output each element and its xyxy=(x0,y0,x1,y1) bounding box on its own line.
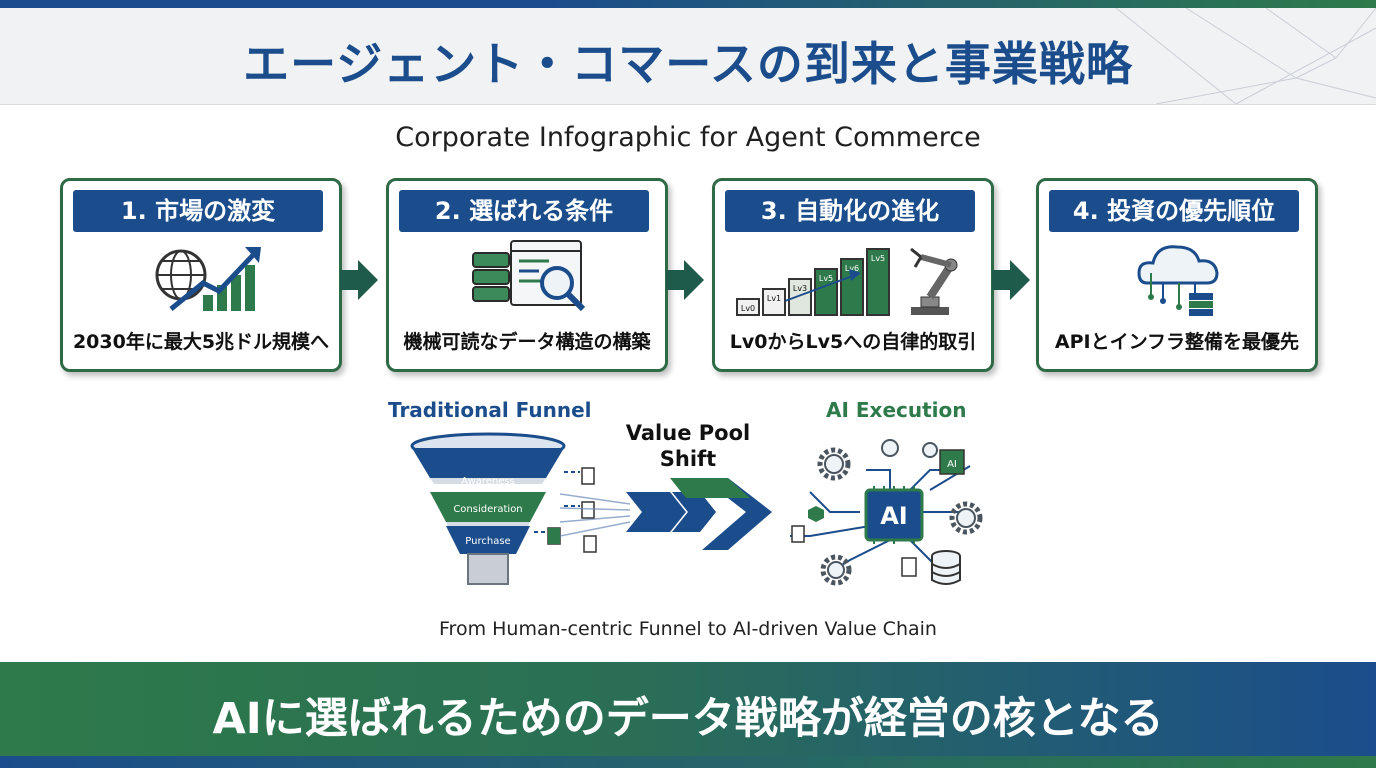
value-pool-shift-line1: Value Pool xyxy=(625,421,751,445)
top-accent-bar xyxy=(0,0,1376,8)
step-card-investment: 4. 投資の優先順位 APIとインフラ整備を最優先 xyxy=(1036,178,1318,372)
step-title: 1. 市場の激変 xyxy=(73,190,323,232)
funnel-stage-consideration xyxy=(430,492,546,522)
level-bar-label: Lv5 xyxy=(871,254,885,263)
step-title: 4. 投資の優先順位 xyxy=(1049,190,1299,232)
funnel-stage-label: Consideration xyxy=(453,504,522,515)
value-shift-arrow-icon xyxy=(560,478,772,550)
funnel-stage-label: Purchase xyxy=(465,536,510,547)
server-magnifier-icon xyxy=(472,240,586,312)
funnel-diagram: Awareness Consideration Purchase xyxy=(410,432,597,585)
page-subtitle: Corporate Infographic for Agent Commerce xyxy=(395,122,981,153)
header-band: エージェント・コマースの到来と事業戦略 xyxy=(0,8,1376,105)
level-bar-label: Lv5 xyxy=(819,274,833,283)
step-caption: APIとインフラ整備を最優先 xyxy=(1054,331,1300,353)
value-pool-shift-line2: Shift xyxy=(659,447,717,471)
footer-band: AIに選ばれるためのデータ戦略が経営の核となる xyxy=(0,662,1376,756)
step-card-automation: 3. 自動化の進化 Lv0 Lv1 Lv3 Lv5 Lv6 Lv5 Lv0からL… xyxy=(712,178,994,372)
page-title: エージェント・コマースの到来と事業戦略 xyxy=(243,37,1133,91)
level-bar-label: Lv1 xyxy=(767,294,781,303)
step-card-conditions: 2. 選ばれる条件 機械可読なデータ構造の構築 xyxy=(386,178,668,372)
level-bar-label: Lv0 xyxy=(741,304,755,313)
step-caption: 機械可読なデータ構造の構築 xyxy=(403,331,651,353)
footer-message: AIに選ばれるためのデータ戦略が経営の核となる xyxy=(212,694,1164,744)
small-ai-chip-label: AI xyxy=(947,459,957,470)
level-bars-robot-arm-icon: Lv0 Lv1 Lv3 Lv5 Lv6 Lv5 xyxy=(736,247,958,316)
ai-execution-label: AI Execution xyxy=(826,398,967,422)
step-caption: 2030年に最大5兆ドル規模へ xyxy=(72,331,330,353)
funnel-stage-awareness xyxy=(412,448,564,478)
ai-chip-label: AI xyxy=(880,502,908,530)
level-bar-label: Lv3 xyxy=(793,284,807,293)
step-caption: Lv0からLv5への自律的取引 xyxy=(729,331,977,353)
globe-growth-chart-icon xyxy=(155,247,261,311)
step-arrow-icon xyxy=(666,260,704,300)
ai-network-diagram: AI AI xyxy=(790,439,983,586)
step-title: 2. 選ばれる条件 xyxy=(399,190,649,232)
step-arrow-icon xyxy=(992,260,1030,300)
step-card-market: 1. 市場の激変 2030年に最大5兆ドル規模へ xyxy=(60,178,342,372)
funnel-stage-purchase xyxy=(446,526,530,554)
level-bar-label: Lv6 xyxy=(845,264,859,273)
traditional-funnel-label: Traditional Funnel xyxy=(388,398,592,422)
step-arrow-icon xyxy=(340,260,378,300)
value-pool-shift-label: Value Pool Shift xyxy=(620,420,756,472)
funnel-stage-label: Awareness xyxy=(461,476,515,487)
decorative-mesh xyxy=(1115,8,1376,104)
step-title: 3. 自動化の進化 xyxy=(725,190,975,232)
bottom-accent-bar xyxy=(0,756,1376,768)
small-ai-chip xyxy=(939,449,965,475)
diagram-caption: From Human-centric Funnel to AI-driven V… xyxy=(439,618,937,640)
cloud-network-icon xyxy=(1137,245,1219,316)
